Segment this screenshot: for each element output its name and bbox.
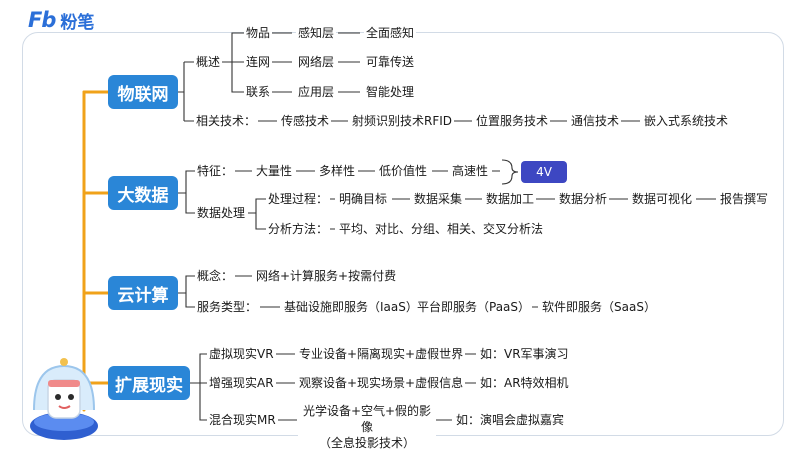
bigdata-step-visual: 数据可视化 (630, 191, 695, 207)
brand-logo: Fb 粉笔 (28, 8, 95, 33)
iot-items: 物品 (244, 25, 273, 41)
node-xr: 扩展现实 (108, 366, 190, 400)
xr-ar-example: 如：AR特效相机 (478, 375, 571, 391)
bigdata-velocity: 高速性 (450, 163, 491, 179)
iot-association: 联系 (244, 84, 273, 100)
iot-branch (178, 61, 195, 122)
xr-ar: 增强现实AR (207, 375, 276, 391)
bigdata-step-goal: 明确目标 (337, 191, 390, 207)
bigdata-process-label: 处理过程： (266, 191, 331, 207)
xr-vr: 虚拟现实VR (207, 346, 276, 362)
bigdata-step-collect: 数据采集 (412, 191, 465, 207)
xr-vr-example: 如：VR军事演习 (478, 346, 571, 362)
iot-tech-location: 位置服务技术 (474, 113, 551, 129)
iot-network-layer: 网络层 (296, 54, 337, 70)
bigdata-low-value: 低价值性 (377, 163, 430, 179)
xr-vr-desc: 专业设备+隔离现实+虚假世界 (297, 346, 466, 362)
bigdata-variety: 多样性 (317, 163, 358, 179)
xr-mr: 混合现实MR (207, 412, 278, 428)
xr-mr-example: 如：演唱会虚拟嘉宾 (454, 412, 567, 428)
mascot-band (48, 380, 80, 387)
bigdata-processing: 数据处理 (195, 205, 248, 221)
iot-tech-rfid: 射频识别技术RFID (350, 113, 455, 129)
iot-tech-embedded: 嵌入式系统技术 (642, 113, 731, 129)
xr-mr-desc-line1: 光学设备+空气+假的影像 (302, 404, 432, 434)
iot-overview-branch (222, 32, 245, 93)
bigdata-step-process: 数据加工 (484, 191, 537, 207)
node-bigdata: 大数据 (108, 176, 178, 210)
xr-mr-desc-line2: （全息投影技术） (318, 436, 415, 450)
node-cloud: 云计算 (108, 276, 178, 310)
bigdata-4v-brace (501, 159, 519, 185)
mascot-mouth (58, 405, 71, 409)
mascot-left-eye (55, 394, 61, 400)
mascot-saucer-top (34, 413, 94, 431)
brand-mark: Fb (28, 8, 56, 32)
bigdata-step-analyze: 数据分析 (557, 191, 610, 207)
bigdata-feature-label: 特征： (195, 163, 236, 179)
mascot-illustration (30, 358, 98, 440)
iot-application-layer: 应用层 (296, 84, 337, 100)
iot-intelligent-processing: 智能处理 (364, 84, 417, 100)
mascot-antenna-ball (60, 358, 68, 366)
iot-perception-layer: 感知层 (296, 25, 337, 41)
iot-tech-label: 相关技术： (194, 113, 259, 129)
brand-name: 粉笔 (60, 12, 95, 33)
bigdata-methods: 平均、对比、分组、相关、交叉分析法 (337, 221, 546, 237)
bigdata-method-label: 分析方法： (266, 221, 331, 237)
iot-tech-comm: 通信技术 (569, 113, 622, 129)
mascot-right-eye (68, 394, 74, 400)
iot-tech-sensor: 传感技术 (279, 113, 332, 129)
trunk-lines (82, 90, 112, 412)
cloud-service-label: 服务类型： (195, 299, 260, 315)
bigdata-4v-tag: 4V (521, 161, 567, 183)
cloud-paas: 平台即服务（PaaS） (415, 299, 533, 315)
cloud-saas: 软件即服务（SaaS） (540, 299, 658, 315)
cloud-concept: 网络+计算服务+按需付费 (254, 268, 399, 284)
bigdata-branch (178, 170, 196, 214)
iot-full-perception: 全面感知 (364, 25, 417, 41)
xr-mr-desc: 光学设备+空气+假的影像 （全息投影技术） (298, 403, 436, 451)
cloud-branch (178, 275, 196, 308)
iot-reliable-transmission: 可靠传送 (364, 54, 417, 70)
xr-ar-desc: 观察设备+现实场景+虚假信息 (297, 375, 466, 391)
bigdata-processing-branch (248, 198, 266, 230)
xr-branch (190, 353, 207, 421)
bigdata-volume: 大量性 (254, 163, 295, 179)
cloud-iaas: 基础设施即服务（IaaS） (282, 299, 420, 315)
iot-network: 连网 (244, 54, 273, 70)
node-iot: 物联网 (108, 75, 178, 109)
iot-overview: 概述 (194, 54, 223, 70)
bigdata-step-report: 报告撰写 (718, 191, 771, 207)
cloud-concept-label: 概念： (195, 268, 236, 284)
